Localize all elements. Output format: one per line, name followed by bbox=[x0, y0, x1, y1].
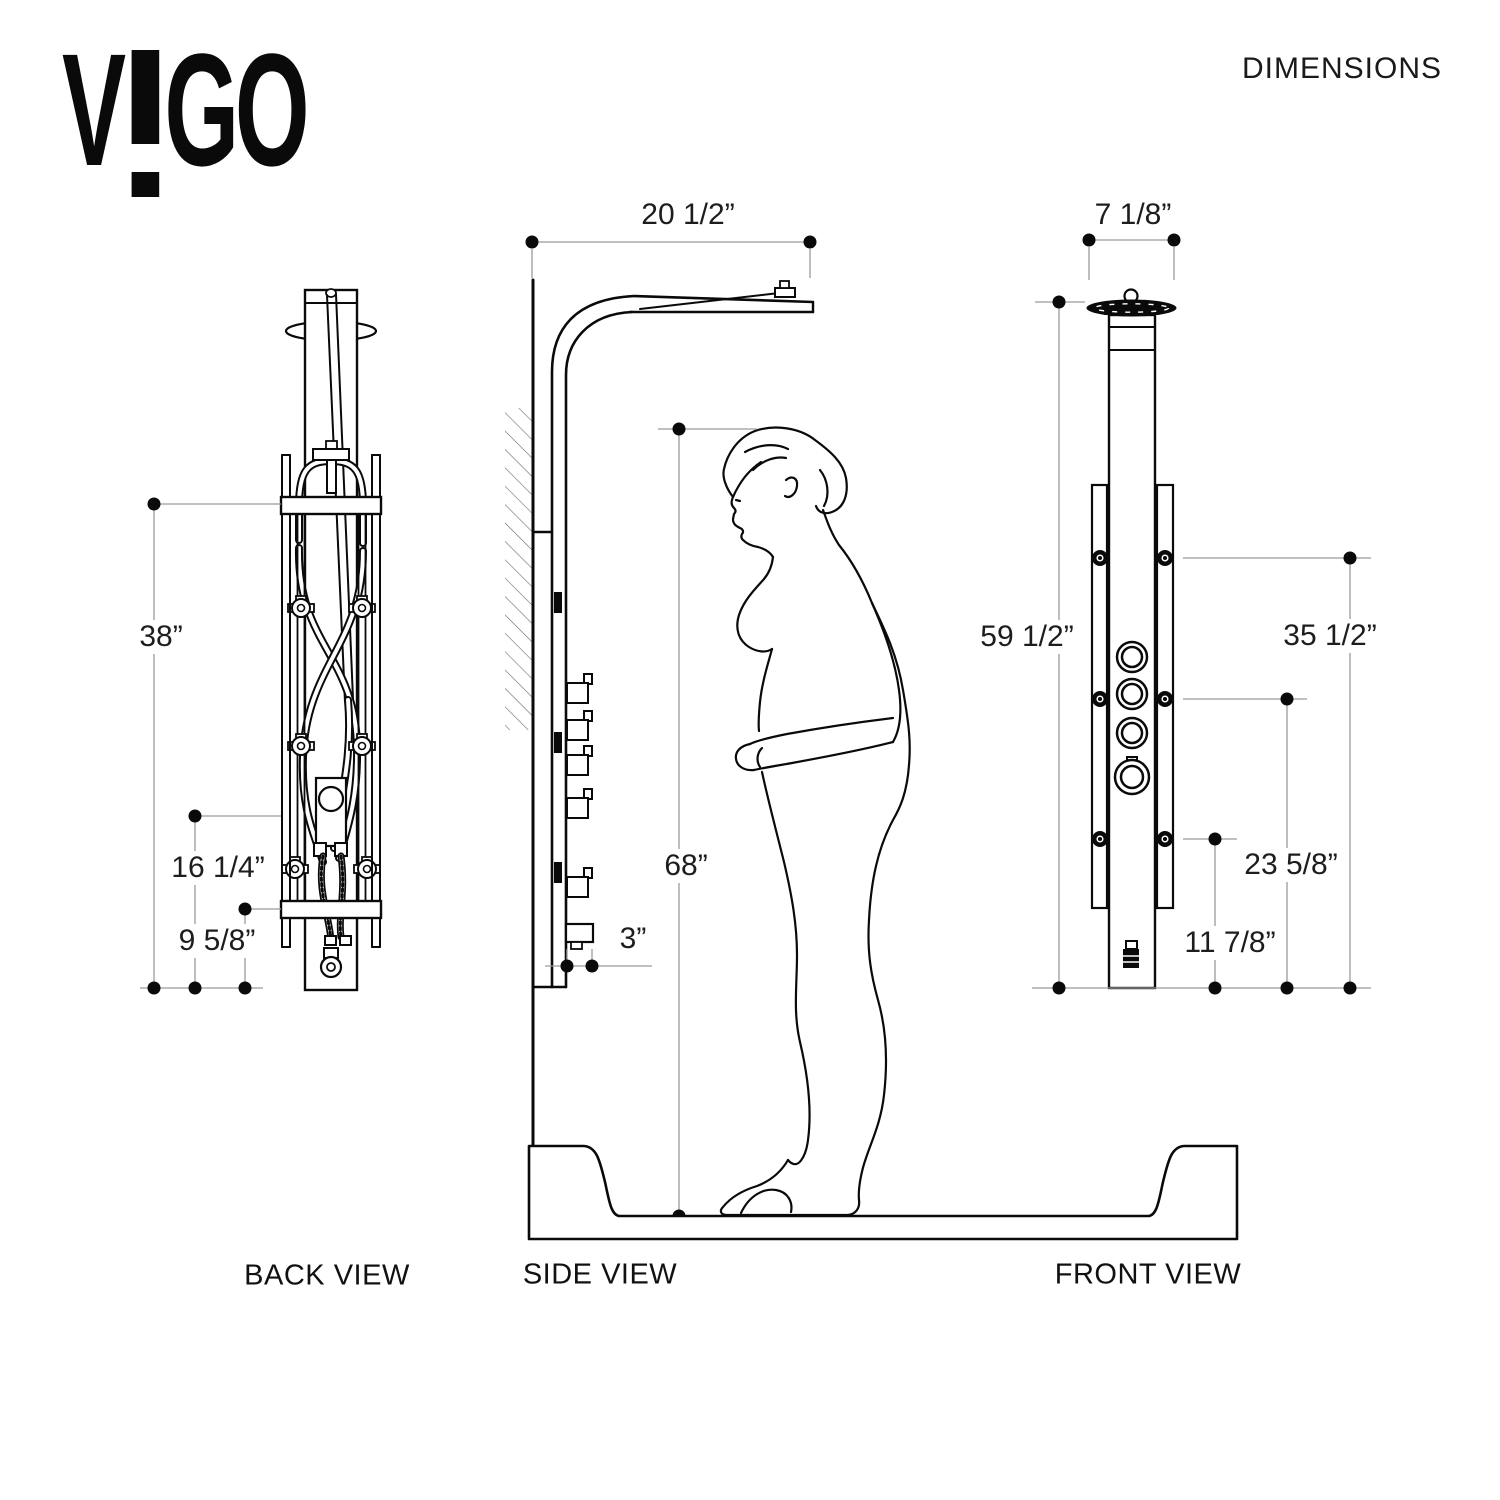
back-view-dimensions bbox=[140, 503, 281, 989]
woman-figure bbox=[719, 426, 911, 1217]
dim-label-59-1-2: 59 1/2” bbox=[977, 620, 1077, 654]
logo-i-glyph bbox=[131, 50, 160, 197]
front-showerhead bbox=[1086, 299, 1177, 317]
logo-letter-v: V bbox=[62, 20, 126, 199]
front-view-label: FRONT VIEW bbox=[1054, 1258, 1242, 1291]
dim-label-9-5-8: 9 5/8” bbox=[175, 924, 259, 958]
logo-letters-go: GO bbox=[164, 20, 309, 199]
front-view-dim-dots bbox=[1052, 233, 1357, 995]
side-view-dim-dots bbox=[525, 235, 817, 1223]
side-view-drawing bbox=[505, 278, 815, 1148]
dim-label-23-5-8: 23 5/8” bbox=[1241, 848, 1341, 882]
logo-i-dot bbox=[131, 172, 160, 197]
dim-label-7-1-8: 7 1/8” bbox=[1091, 198, 1175, 232]
side-spout bbox=[564, 922, 595, 944]
back-view-drawing bbox=[279, 288, 383, 992]
side-view-label: SIDE VIEW bbox=[522, 1258, 678, 1291]
side-body-jets bbox=[554, 592, 562, 883]
dim-label-11-7-8: 11 7/8” bbox=[1181, 926, 1279, 960]
front-body-jets bbox=[1092, 550, 1173, 847]
logo-i-bar bbox=[131, 50, 160, 144]
side-knobs bbox=[566, 673, 593, 898]
wall-hatching bbox=[505, 408, 532, 730]
page-title: DIMENSIONS bbox=[1241, 52, 1442, 85]
dim-label-35-1-2: 35 1/2” bbox=[1280, 619, 1380, 653]
handshower-dock bbox=[1123, 940, 1139, 968]
shower-tray bbox=[527, 1144, 1239, 1241]
dim-label-68: 68” bbox=[661, 849, 711, 883]
back-view-label: BACK VIEW bbox=[244, 1259, 410, 1292]
front-knobs bbox=[1113, 640, 1151, 796]
front-view-drawing bbox=[1086, 288, 1177, 990]
dim-label-38: 38” bbox=[136, 620, 186, 654]
dim-label-3: 3” bbox=[616, 922, 650, 956]
dim-label-20-1-2: 20 1/2” bbox=[638, 198, 738, 232]
vigo-logo: V GO bbox=[62, 20, 310, 199]
dim-label-16-1-4: 16 1/4” bbox=[168, 851, 268, 885]
back-view-dim-dots bbox=[147, 497, 252, 995]
